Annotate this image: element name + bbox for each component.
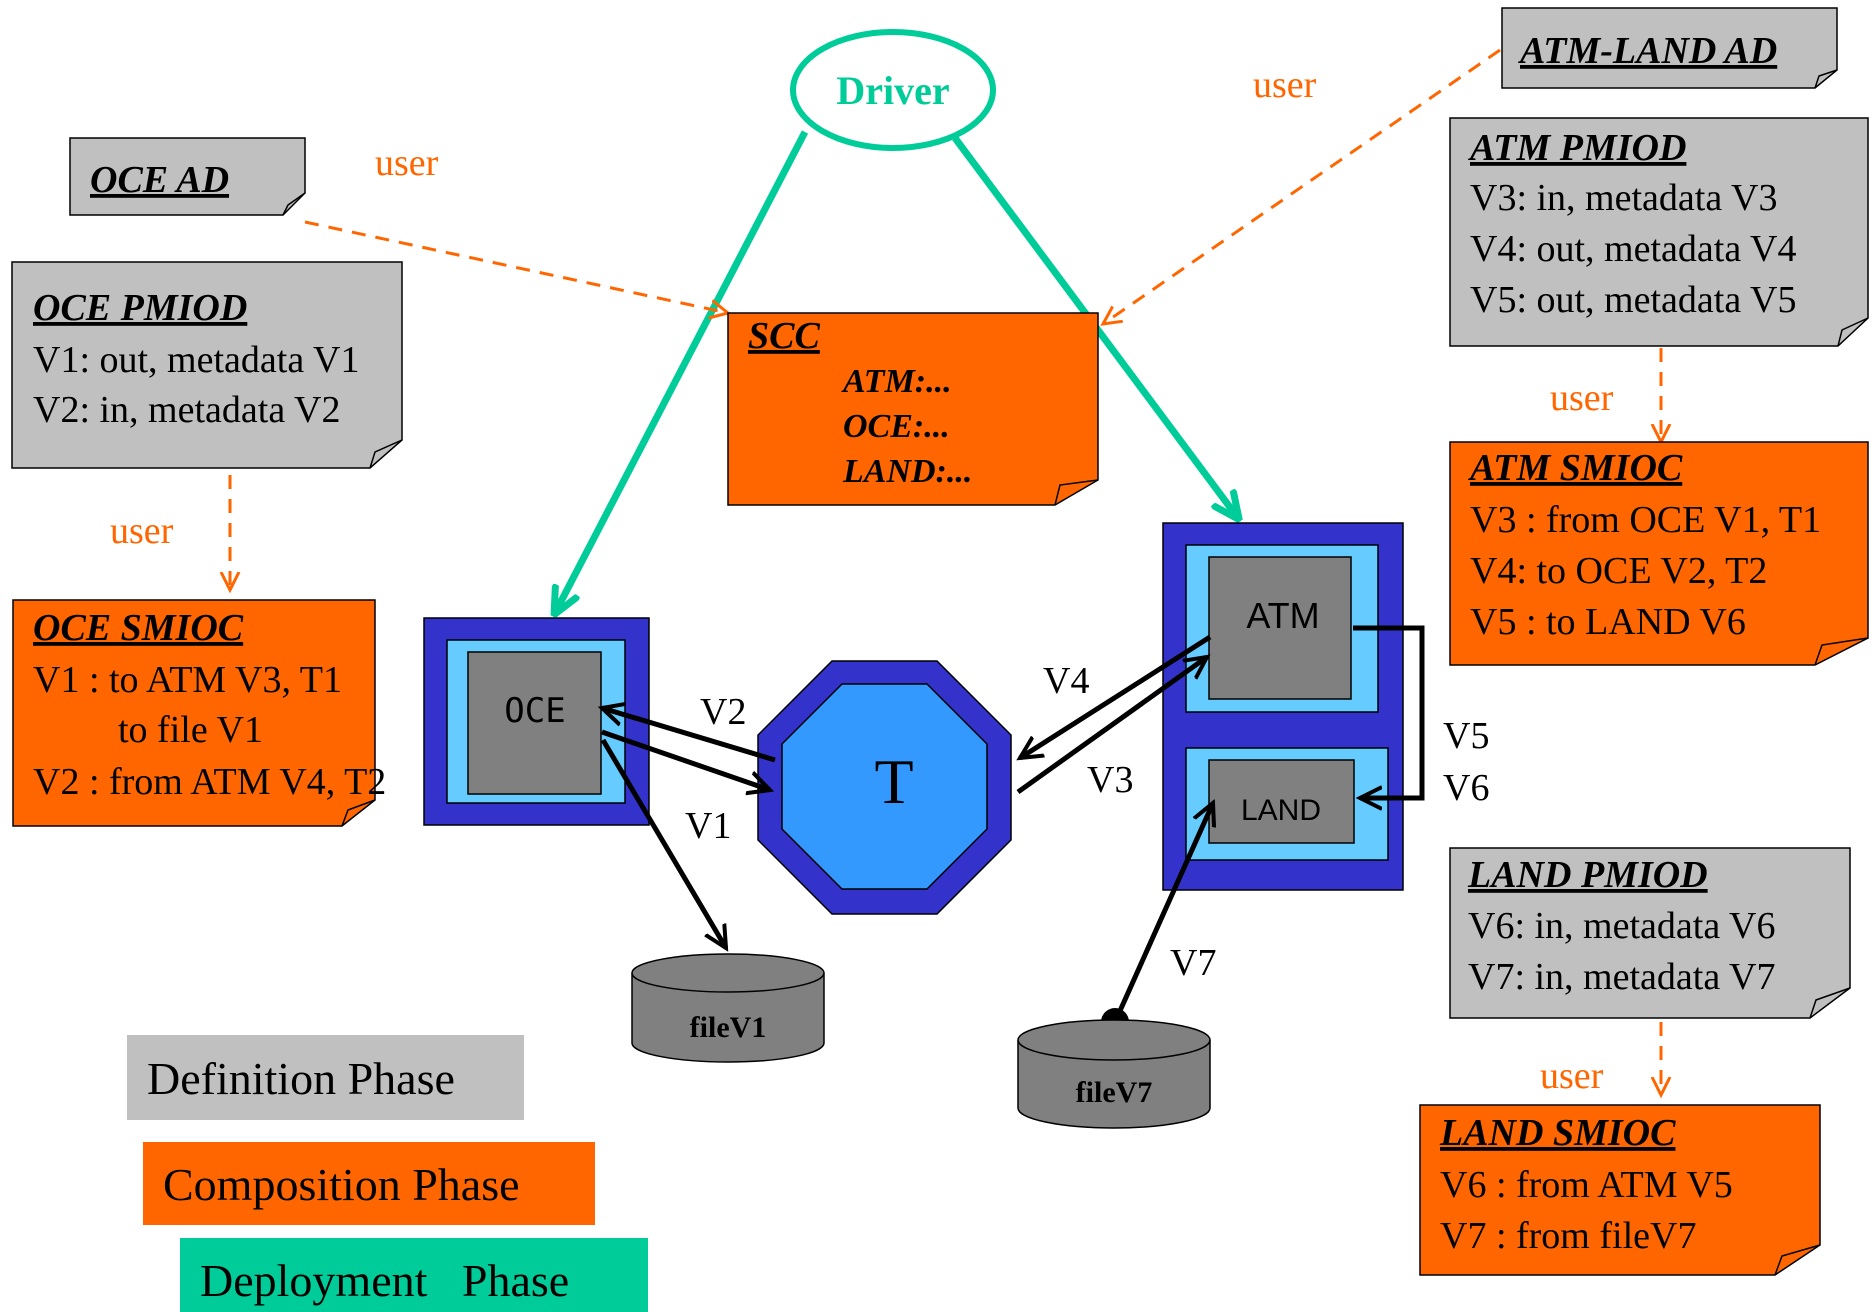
atm-smioc-note: ATM SMIOC V3 : from OCE V1, T1 V4: to OC… (1449, 441, 1869, 666)
flow-t-to-oce-v2 (602, 708, 776, 763)
filev1-label: fileV1 (690, 1011, 767, 1044)
user-label-atm-land-ad: user (1253, 64, 1317, 106)
oce-pmiod-line-1: V1: out, metadata V1 (33, 339, 359, 381)
oce-smioc-title: OCE SMIOC (33, 607, 244, 649)
driver-to-oce-arrow (555, 130, 809, 613)
flow-t-to-atm-v3 (1016, 657, 1207, 795)
atm-label: ATM (1246, 595, 1319, 636)
oce-smioc-line-3: V2 : from ATM V4, T2 (33, 761, 386, 803)
atm-smioc-title: ATM SMIOC (1468, 447, 1683, 489)
oce-label: OCE (504, 691, 565, 731)
oce-ad-note: OCE AD (69, 137, 306, 216)
land-smioc-note: LAND SMIOC V6 : from ATM V5 V7 : from fi… (1419, 1104, 1821, 1276)
filev7-label: fileV7 (1076, 1076, 1153, 1109)
atm-land-ad-title: ATM-LAND AD (1518, 30, 1777, 72)
atm-smioc-line-2: V4: to OCE V2, T2 (1470, 550, 1767, 592)
land-label: LAND (1241, 794, 1321, 827)
flow-oce-to-t-v1 (601, 729, 770, 790)
atm-land-ad-to-scc-arrow (1103, 48, 1501, 324)
atm-smioc-line-3: V5 : to LAND V6 (1470, 601, 1746, 643)
legend: Definition Phase Composition Phase Deplo… (127, 1035, 648, 1312)
user-label-oce-ad: user (375, 142, 439, 184)
var-label-v1: V1 (685, 805, 731, 847)
var-label-v2: V2 (700, 691, 746, 733)
land-smioc-title: LAND SMIOC (1439, 1112, 1676, 1154)
driver-label: Driver (836, 68, 949, 113)
atm-land-ad-note: ATM-LAND AD (1501, 7, 1838, 89)
flow-atm-to-land-v5-v6 (1353, 625, 1425, 798)
oce-pmiod-title: OCE PMIOD (33, 287, 247, 329)
user-label-land-pmiod: user (1540, 1055, 1604, 1097)
oce-pmiod-line-2: V2: in, metadata V2 (33, 389, 340, 431)
oce-smioc-note: OCE SMIOC V1 : to ATM V3, T1 to file V1 … (12, 599, 386, 827)
var-label-v6: V6 (1443, 767, 1489, 809)
oce-ad-to-scc-arrow (304, 220, 728, 313)
flow-atm-to-t-v4 (1020, 634, 1212, 758)
oce-ad-title: OCE AD (90, 159, 229, 201)
user-label-oce-pmiod: user (110, 510, 174, 552)
oce-smioc-line-1: V1 : to ATM V3, T1 (33, 659, 342, 701)
filev1-cylinder: fileV1 (631, 953, 825, 1063)
oce-component: OCE (423, 617, 650, 826)
driver-ellipse (790, 29, 996, 151)
land-smioc-line-2: V7 : from fileV7 (1440, 1215, 1696, 1257)
land-pmiod-note: LAND PMIOD V6: in, metadata V6 V7: in, m… (1449, 847, 1851, 1019)
atm-pmiod-line-3: V5: out, metadata V5 (1470, 279, 1796, 321)
flow-filev7-to-land (1112, 803, 1213, 1024)
filev7-cylinder: fileV7 (1017, 1019, 1211, 1129)
var-label-v5: V5 (1443, 715, 1489, 757)
var-label-v7: V7 (1170, 942, 1216, 984)
atm-pmiod-note: ATM PMIOD V3: in, metadata V3 V4: out, m… (1449, 117, 1869, 347)
land-pmiod-line-1: V6: in, metadata V6 (1468, 905, 1775, 947)
land-pmiod-line-2: V7: in, metadata V7 (1468, 956, 1775, 998)
scc-line-3: LAND:... (842, 453, 972, 490)
oce-smioc-line-2: to file V1 (118, 709, 263, 751)
land-smioc-line-1: V6 : from ATM V5 (1440, 1164, 1733, 1206)
atm-pmiod-line-1: V3: in, metadata V3 (1470, 177, 1777, 219)
transformer-octagon: T (757, 660, 1012, 915)
flow-oce-to-filev1 (600, 738, 726, 948)
var-label-v4: V4 (1043, 660, 1089, 702)
atm-land-component: ATM LAND (1162, 522, 1404, 891)
legend-composition-label: Composition Phase (163, 1159, 520, 1210)
legend-composition-swatch (143, 1142, 595, 1225)
scc-title: SCC (748, 315, 820, 357)
oce-pmiod-note: OCE PMIOD V1: out, metadata V1 V2: in, m… (11, 261, 403, 469)
scc-line-1: ATM:... (841, 363, 952, 400)
land-pmiod-title: LAND PMIOD (1467, 854, 1708, 896)
var-label-v3: V3 (1087, 759, 1133, 801)
legend-definition-label: Definition Phase (147, 1053, 455, 1104)
atm-pmiod-title: ATM PMIOD (1468, 127, 1686, 169)
legend-deployment-swatch (180, 1238, 648, 1312)
scc-note: SCC ATM:... OCE:... LAND:... (727, 312, 1099, 506)
atm-pmiod-line-2: V4: out, metadata V4 (1470, 228, 1796, 270)
atm-smioc-line-1: V3 : from OCE V1, T1 (1470, 499, 1821, 541)
legend-deployment-label: Deployment Phase (200, 1255, 569, 1306)
scc-line-2: OCE:... (843, 408, 950, 445)
user-label-atm-pmiod: user (1550, 377, 1614, 419)
legend-definition-swatch (127, 1035, 524, 1120)
transformer-label: T (874, 746, 913, 817)
